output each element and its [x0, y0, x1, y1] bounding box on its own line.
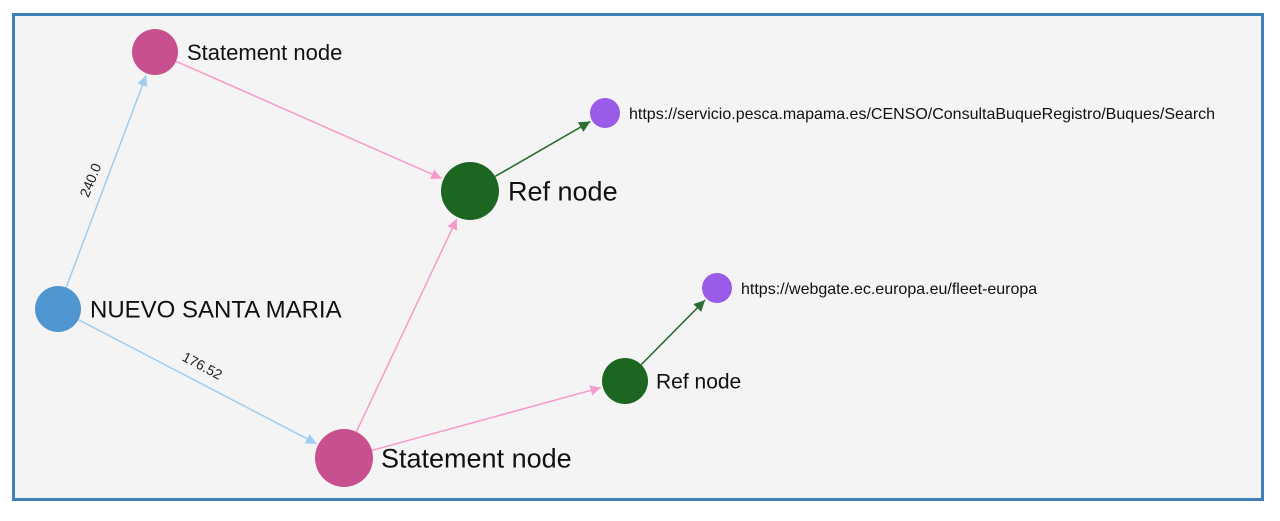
edge-ref-bottom-to-url-bottom — [640, 299, 706, 366]
node-ref-bottom[interactable]: Ref node — [602, 358, 741, 404]
edge-ref-top-to-url-top — [494, 120, 591, 178]
edge-statement-bottom-to-ref-top — [355, 218, 458, 433]
edge-vessel-to-statement-bottom — [78, 318, 317, 445]
node-label-statement-top: Statement node — [187, 40, 342, 65]
node-url-top[interactable]: https://servicio.pesca.mapama.es/CENSO/C… — [590, 98, 1215, 128]
node-circle-ref-bottom[interactable] — [602, 358, 648, 404]
edge-statement-top-to-ref-top — [175, 60, 442, 180]
node-label-vessel: NUEVO SANTA MARIA — [90, 297, 342, 324]
node-circle-vessel[interactable] — [35, 286, 81, 332]
edge-vessel-to-statement-top — [65, 75, 148, 288]
node-circle-ref-top[interactable] — [441, 162, 499, 220]
graph-frame — [12, 13, 1264, 501]
node-ref-top[interactable]: Ref node — [441, 162, 618, 220]
node-circle-url-top[interactable] — [590, 98, 620, 128]
node-circle-statement-bottom[interactable] — [315, 429, 373, 487]
edge-label-vessel-to-statement-top: 240.0 — [76, 161, 104, 200]
node-label-url-bottom: https://webgate.ec.europa.eu/fleet-europ… — [741, 281, 1037, 298]
node-statement-top[interactable]: Statement node — [132, 29, 342, 75]
node-label-ref-top: Ref node — [508, 177, 618, 207]
edge-statement-bottom-to-ref-bottom — [371, 385, 602, 452]
node-circle-url-bottom[interactable] — [702, 273, 732, 303]
node-label-ref-bottom: Ref node — [656, 371, 741, 394]
node-circle-statement-top[interactable] — [132, 29, 178, 75]
node-label-url-top: https://servicio.pesca.mapama.es/CENSO/C… — [629, 106, 1215, 123]
edge-label-vessel-to-statement-bottom: 176.52 — [180, 348, 226, 382]
node-label-statement-bottom: Statement node — [381, 444, 572, 474]
node-url-bottom[interactable]: https://webgate.ec.europa.eu/fleet-europ… — [702, 273, 1037, 303]
node-statement-bottom[interactable]: Statement node — [315, 429, 572, 487]
node-vessel[interactable]: NUEVO SANTA MARIA — [35, 286, 342, 332]
